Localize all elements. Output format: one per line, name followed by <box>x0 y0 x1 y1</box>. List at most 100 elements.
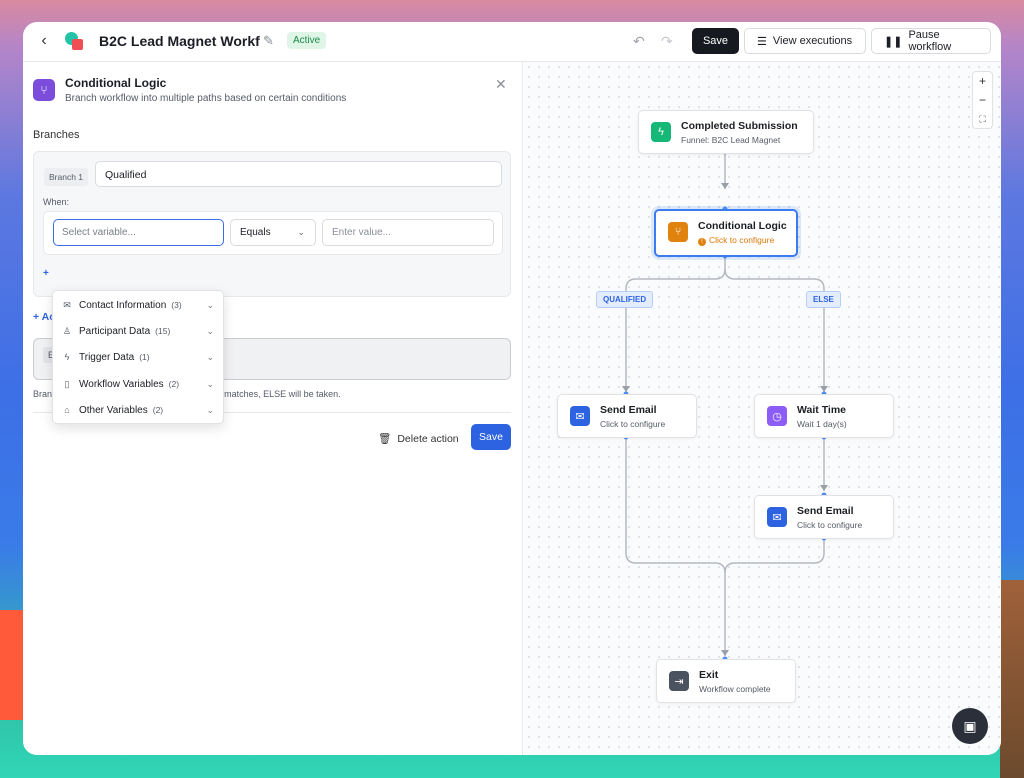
wait-time-node[interactable]: ◷ Wait Time Wait 1 day(s) <box>754 394 894 438</box>
mail-icon: ✉ <box>767 507 787 527</box>
node-title: Completed Submission <box>681 120 798 132</box>
node-title: Conditional Logic <box>698 220 787 232</box>
dropdown-item-label: Workflow Variables <box>79 378 164 390</box>
bolt-icon: ϟ <box>651 122 671 142</box>
branch-icon: ⑂ <box>33 79 55 101</box>
send-email-node-2[interactable]: ✉ Send Email Click to configure <box>754 495 894 539</box>
clock-icon: ◷ <box>767 406 787 426</box>
panel-subtitle: Branch workflow into multiple paths base… <box>65 93 347 104</box>
condition-row: Select variable... Equals ⌄ Enter value.… <box>43 211 503 255</box>
node-title: Send Email <box>797 505 854 517</box>
qualified-label: QUALIFIED <box>596 291 654 308</box>
mail-icon: ✉ <box>63 299 71 310</box>
node-title: Send Email <box>600 404 657 416</box>
else-label: ELSE <box>806 291 841 308</box>
zoom-in-button[interactable]: + <box>978 74 986 88</box>
when-label: When: <box>43 197 70 207</box>
trigger-node[interactable]: ϟ Completed Submission Funnel: B2C Lead … <box>638 110 814 154</box>
app-window: ‹ B2C Lead Magnet Workf ✎ Active ↶ ↷ Sav… <box>23 22 1001 755</box>
edge-email2-exit <box>724 539 825 574</box>
send-email-node[interactable]: ✉ Send Email Click to configure <box>557 394 697 438</box>
chevron-down-icon: ⌄ <box>206 299 214 310</box>
close-icon[interactable]: ✕ <box>495 76 507 92</box>
conditional-logic-node[interactable]: ⑂ Conditional Logic !Click to configure <box>654 209 798 257</box>
arrow-icon <box>721 650 729 656</box>
dropdown-item-label: Contact Information <box>79 299 167 311</box>
view-executions-label: View executions <box>772 35 853 47</box>
redo-icon[interactable]: ↷ <box>661 33 673 49</box>
dropdown-item[interactable]: ♙ Participant Data (15) ⌄ <box>53 318 223 344</box>
operator-select[interactable]: Equals ⌄ <box>230 219 316 246</box>
operator-value: Equals <box>240 227 271 238</box>
arrow-icon <box>622 386 630 392</box>
dropdown-item-count: (15) <box>155 326 171 336</box>
branch-card: Branch 1 Qualified When: Select variable… <box>33 151 511 297</box>
app-logo <box>65 32 85 52</box>
chat-icon: ▣ <box>963 717 977 734</box>
delete-action-button[interactable]: 🗑 Delete action <box>378 432 459 446</box>
arrow-icon <box>820 386 828 392</box>
node-title: Wait Time <box>797 404 847 416</box>
tag-icon: ⌂ <box>64 405 70 415</box>
branches-heading: Branches <box>33 129 80 141</box>
workflow-canvas[interactable]: + − ⛶ ϟ Completed Submission Funnel: B2C… <box>524 62 1001 755</box>
dropdown-item[interactable]: ✉ Contact Information (3) ⌄ <box>53 292 223 318</box>
warning-icon: ! <box>698 238 706 246</box>
config-panel: ⑂ Conditional Logic Branch workflow into… <box>23 62 523 755</box>
mail-icon: ✉ <box>570 406 590 426</box>
chevron-down-icon: ⌄ <box>206 351 214 362</box>
node-subtitle: Click to configure <box>797 520 863 530</box>
exit-node[interactable]: ⇥ Exit Workflow complete <box>656 659 796 703</box>
panel-save-button[interactable]: Save <box>471 424 511 450</box>
panel-title: Conditional Logic <box>65 76 167 90</box>
undo-icon[interactable]: ↶ <box>633 33 645 49</box>
status-badge: Active <box>287 32 327 49</box>
zoom-out-button[interactable]: − <box>978 93 986 107</box>
dropdown-item-label: Other Variables <box>79 404 148 416</box>
back-arrow-icon[interactable]: ‹ <box>41 32 47 49</box>
edge-conditional-else <box>724 268 825 392</box>
chevron-down-icon: ⌄ <box>206 325 214 336</box>
dropdown-item-count: (3) <box>171 300 182 310</box>
arrow-icon <box>820 485 828 491</box>
value-input[interactable]: Enter value... <box>322 219 494 246</box>
trash-icon: 🗑 <box>378 433 392 445</box>
dropdown-item-count: (2) <box>152 405 164 415</box>
top-bar: ‹ B2C Lead Magnet Workf ✎ Active ↶ ↷ Sav… <box>23 22 1001 62</box>
dropdown-item-label: Trigger Data <box>79 351 135 363</box>
dropdown-item[interactable]: ⌂ Other Variables (2) ⌄ <box>53 397 223 423</box>
node-subtitle: Funnel: B2C Lead Magnet <box>681 135 781 145</box>
edge-email-exit <box>625 438 726 656</box>
dropdown-item-count: (1) <box>139 352 150 362</box>
branch-name-input[interactable]: Qualified <box>95 161 502 187</box>
pause-workflow-label: Pause workflow <box>908 29 952 53</box>
node-subtitle: !Click to configure <box>698 235 774 246</box>
node-subtitle-text: Click to configure <box>709 235 775 245</box>
workflow-title: B2C Lead Magnet Workf <box>99 33 260 49</box>
variable-select[interactable]: Select variable... <box>53 219 224 246</box>
branch-icon: ⑂ <box>668 222 688 242</box>
exit-icon: ⇥ <box>669 671 689 691</box>
delete-action-label: Delete action <box>397 432 459 445</box>
bolt-icon: ϟ <box>64 352 70 362</box>
add-condition-link[interactable]: + <box>43 268 49 279</box>
save-button[interactable]: Save <box>692 28 739 54</box>
node-subtitle: Click to configure <box>600 419 666 429</box>
list-icon: ☰ <box>757 35 767 48</box>
dropdown-item-label: Participant Data <box>79 325 151 337</box>
pause-workflow-button[interactable]: ❚❚ Pause workflow <box>871 28 991 54</box>
chat-support-button[interactable]: ▣ <box>952 708 988 744</box>
dropdown-item[interactable]: ϟ Trigger Data (1) ⌄ <box>53 344 223 370</box>
zoom-controls: + − ⛶ <box>972 71 993 129</box>
node-subtitle: Wait 1 day(s) <box>797 419 847 429</box>
edge-conditional-qualified <box>625 236 726 392</box>
dropdown-item[interactable]: ▯ Workflow Variables (2) ⌄ <box>53 371 223 397</box>
chevron-down-icon: ⌄ <box>206 378 214 389</box>
add-branch-link[interactable]: + Ac <box>33 311 56 323</box>
node-title: Exit <box>699 669 719 681</box>
view-executions-button[interactable]: ☰ View executions <box>744 28 866 54</box>
edit-pencil-icon[interactable]: ✎ <box>263 33 274 48</box>
arrow-icon <box>721 183 729 189</box>
dropdown-item-count: (2) <box>168 379 180 389</box>
fit-view-button[interactable]: ⛶ <box>979 114 986 124</box>
